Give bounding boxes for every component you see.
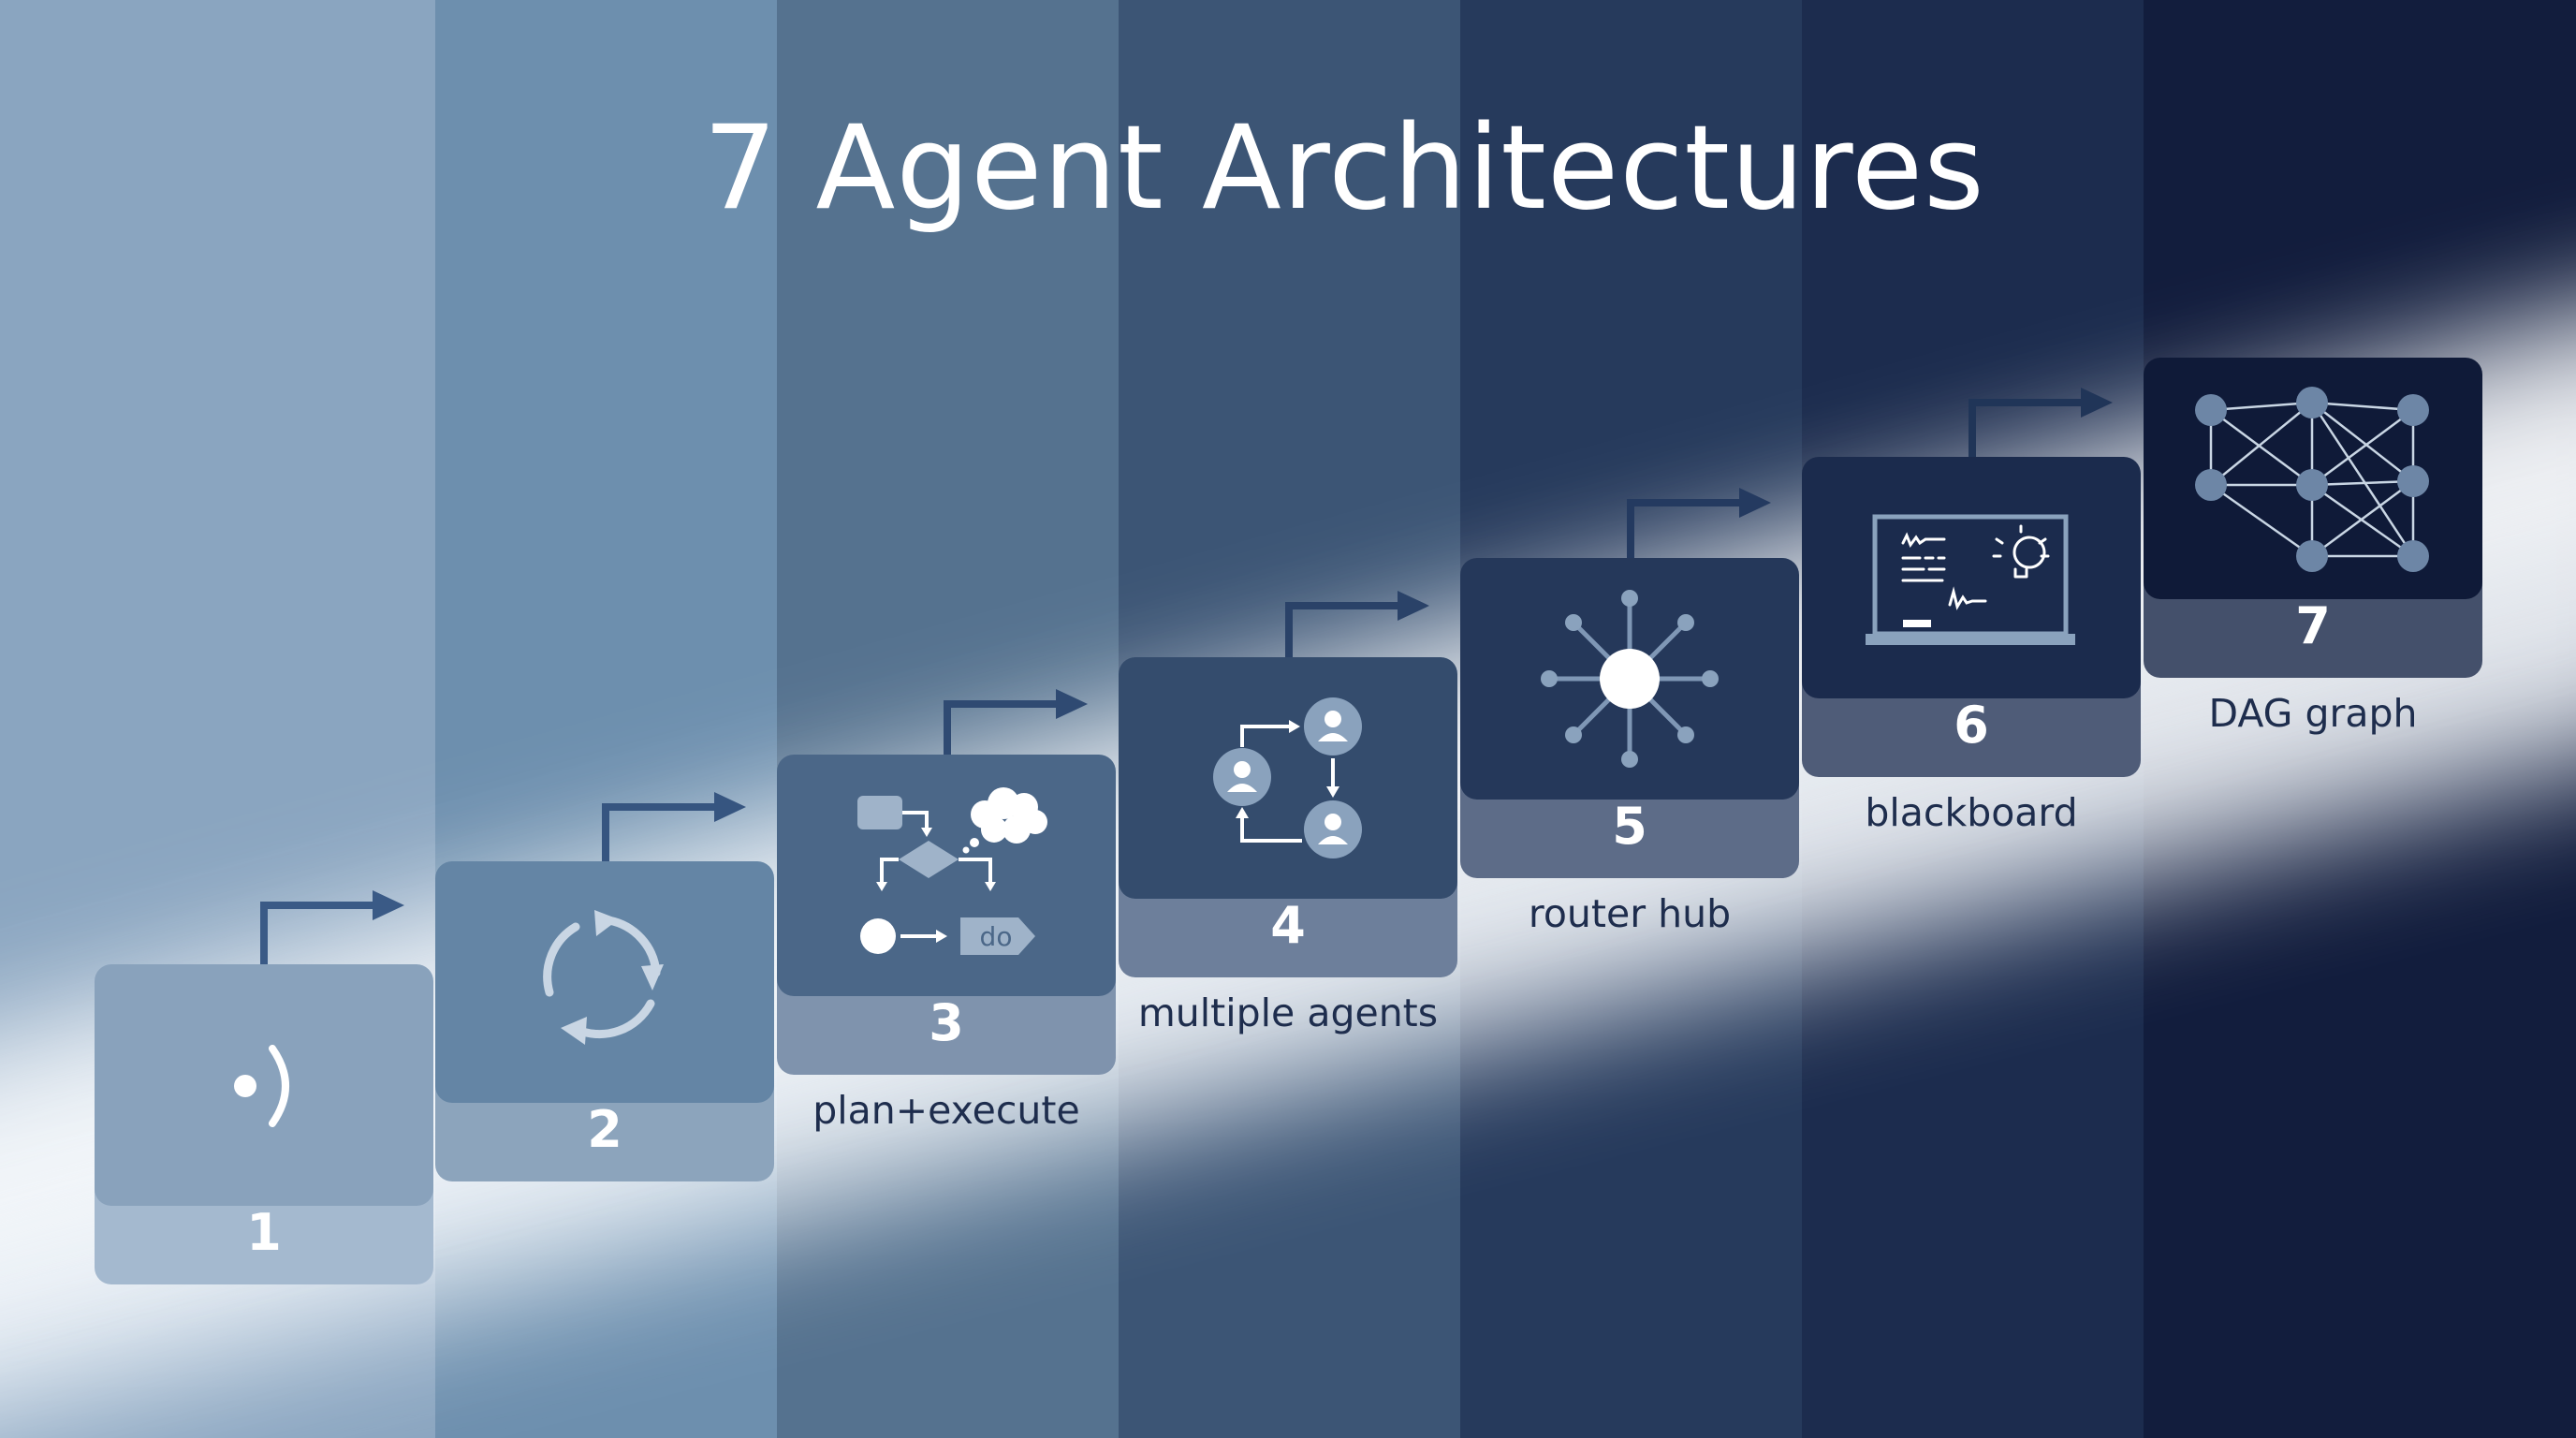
step-arrow-1: [260, 890, 404, 964]
architecture-label: DAG graph: [2208, 691, 2418, 736]
step-arrow-4: [1285, 591, 1429, 665]
hub-node: [1600, 649, 1660, 709]
architecture-card-1: 1: [95, 964, 433, 1284]
cycle-icon: [543, 910, 664, 1045]
step-number: 2: [587, 1100, 622, 1159]
agent-avatar-top: [1304, 697, 1362, 756]
step-arrow-5: [1627, 488, 1771, 562]
agent-avatar-bottom: [1304, 800, 1362, 858]
card-header: [1119, 657, 1457, 899]
blackboard-icon: [1866, 514, 2075, 645]
architecture-card-2: 2: [435, 861, 774, 1181]
hub-icon: [1541, 590, 1719, 768]
step-number: 3: [929, 993, 964, 1052]
architecture-card-6: 6 blackboard: [1802, 457, 2141, 835]
step-arrow-2: [602, 792, 746, 866]
page-title: 7 Agent Architectures: [703, 101, 1985, 236]
architecture-card-3: do 3 plan+execute: [777, 755, 1116, 1133]
step-number: 5: [1612, 797, 1647, 856]
step-number: 1: [246, 1203, 282, 1262]
step-number: 4: [1270, 896, 1306, 955]
wave-icon: [234, 1045, 289, 1127]
agent-avatar-left: [1213, 748, 1271, 806]
architecture-card-4: 4 multiple agents: [1119, 657, 1457, 1035]
card-header: [435, 861, 774, 1103]
step-number: 7: [2295, 596, 2331, 655]
flowchart-icon: do: [857, 787, 1047, 955]
card-header: [95, 964, 433, 1206]
architecture-label: multiple agents: [1137, 990, 1439, 1035]
agents-loop-icon: [1213, 697, 1362, 858]
step-arrow-3: [944, 689, 1088, 763]
architecture-label: router hub: [1528, 891, 1732, 936]
do-step-label: do: [980, 921, 1013, 952]
dag-icon: [2195, 387, 2429, 572]
architecture-card-5: 5 router hub: [1460, 558, 1799, 936]
architecture-label: plan+execute: [812, 1088, 1080, 1133]
step-arrow-6: [1969, 388, 2113, 462]
architecture-card-7: 7 DAG graph: [2144, 358, 2482, 736]
card-header: [777, 755, 1116, 996]
step-number: 6: [1954, 696, 1989, 755]
architecture-label: blackboard: [1865, 790, 2078, 835]
